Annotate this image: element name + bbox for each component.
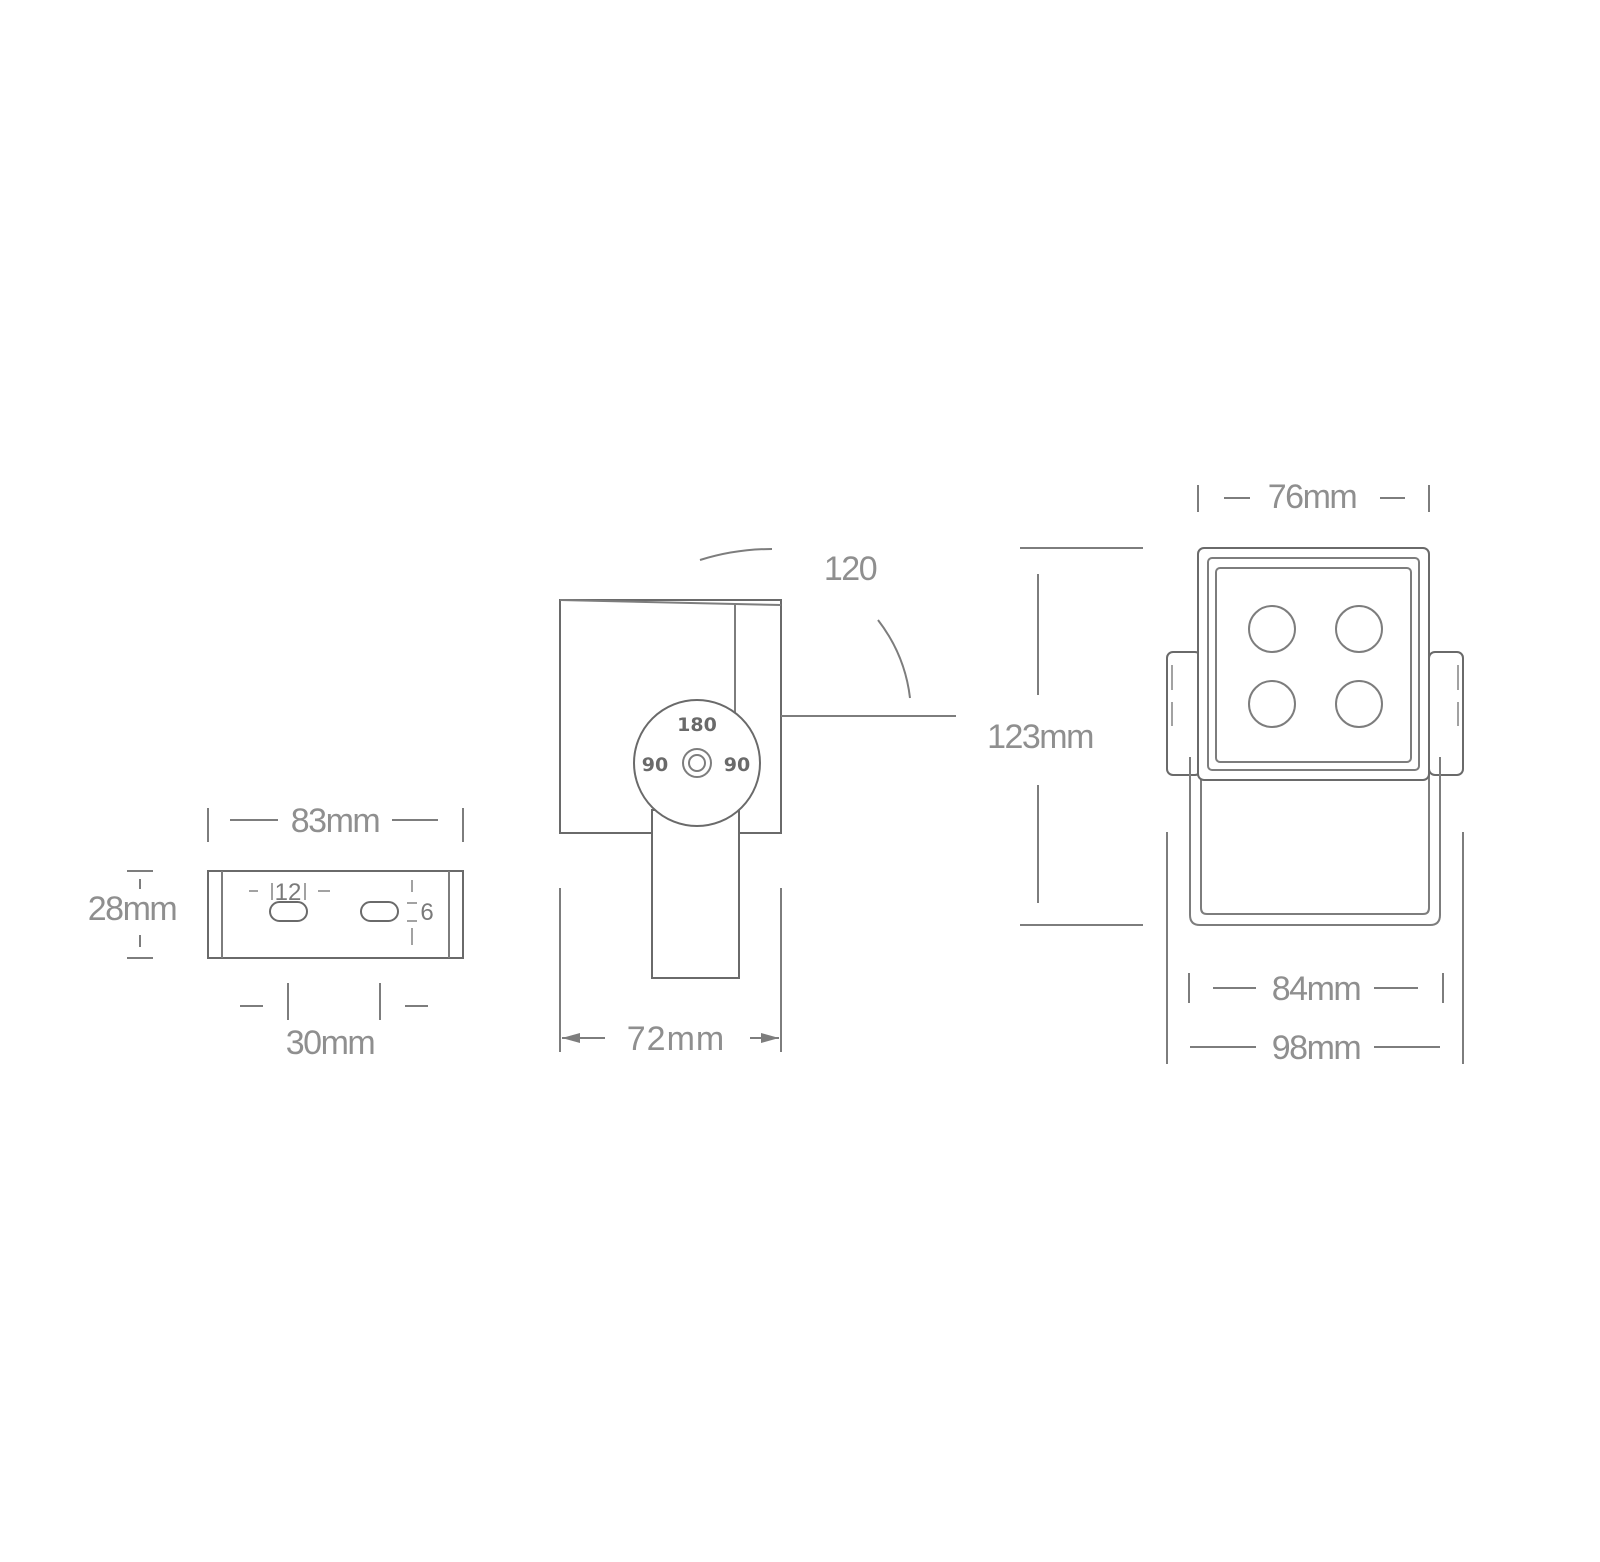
depth-label: 72mm (627, 1020, 725, 1058)
tilt-angle-label: 120 (824, 550, 877, 588)
front-view: 76mm 123mm (987, 478, 1464, 1067)
led-top-right (1335, 605, 1383, 653)
led-bottom-right (1335, 680, 1383, 728)
front-u-bracket (1189, 757, 1441, 926)
height-label: 123mm (987, 718, 1093, 756)
tilt-angle-indicator: 120 (699, 548, 911, 699)
tilt-dial: 180 90 90 (633, 699, 761, 827)
side-view: 180 90 90 120 72mm (559, 548, 956, 1058)
bracket-inner-width-dimension: 84mm (1188, 970, 1444, 1008)
bracket-inner-width-label: 84mm (1272, 970, 1361, 1008)
head-width-label: 76mm (1268, 478, 1357, 516)
mounting-slot-left (269, 901, 308, 922)
dial-right-label: 90 (724, 754, 750, 776)
pivot-bolt-inner (688, 754, 706, 772)
hole-spacing-dimension: 30mm (240, 983, 428, 1062)
dial-top-label: 180 (677, 714, 717, 736)
side-bracket-arm (651, 809, 740, 979)
front-head-body (1197, 547, 1430, 781)
led-top-left (1248, 605, 1296, 653)
mounting-slot-right (360, 901, 399, 922)
bracket-height-label: 28mm (88, 890, 177, 928)
slot-width-dimension: 6 (407, 880, 434, 945)
slot-length-dimension: 12 (249, 879, 330, 906)
bracket-height-dimension: 28mm (88, 870, 178, 959)
slot-width-label: 6 (420, 899, 433, 926)
hole-spacing-label: 30mm (286, 1024, 375, 1062)
bracket-width-label: 83mm (291, 802, 380, 840)
dial-left-label: 90 (642, 754, 668, 776)
slot-length-label: 12 (275, 879, 302, 906)
overall-width-label: 98mm (1272, 1029, 1361, 1067)
bracket-view: 83mm 28mm 12 (88, 802, 464, 1062)
bracket-body (207, 870, 464, 959)
depth-dimension: 72mm (559, 888, 782, 1058)
led-array (1248, 605, 1383, 728)
bracket-width-dimension: 83mm (207, 802, 464, 842)
led-bottom-left (1248, 680, 1296, 728)
height-dimension: 123mm (987, 547, 1143, 926)
overall-width-dimension: 98mm (1166, 832, 1464, 1067)
front-lens-panel (1215, 567, 1412, 763)
pivot-bolt-outer (682, 748, 712, 778)
head-width-dimension: 76mm (1197, 478, 1430, 516)
